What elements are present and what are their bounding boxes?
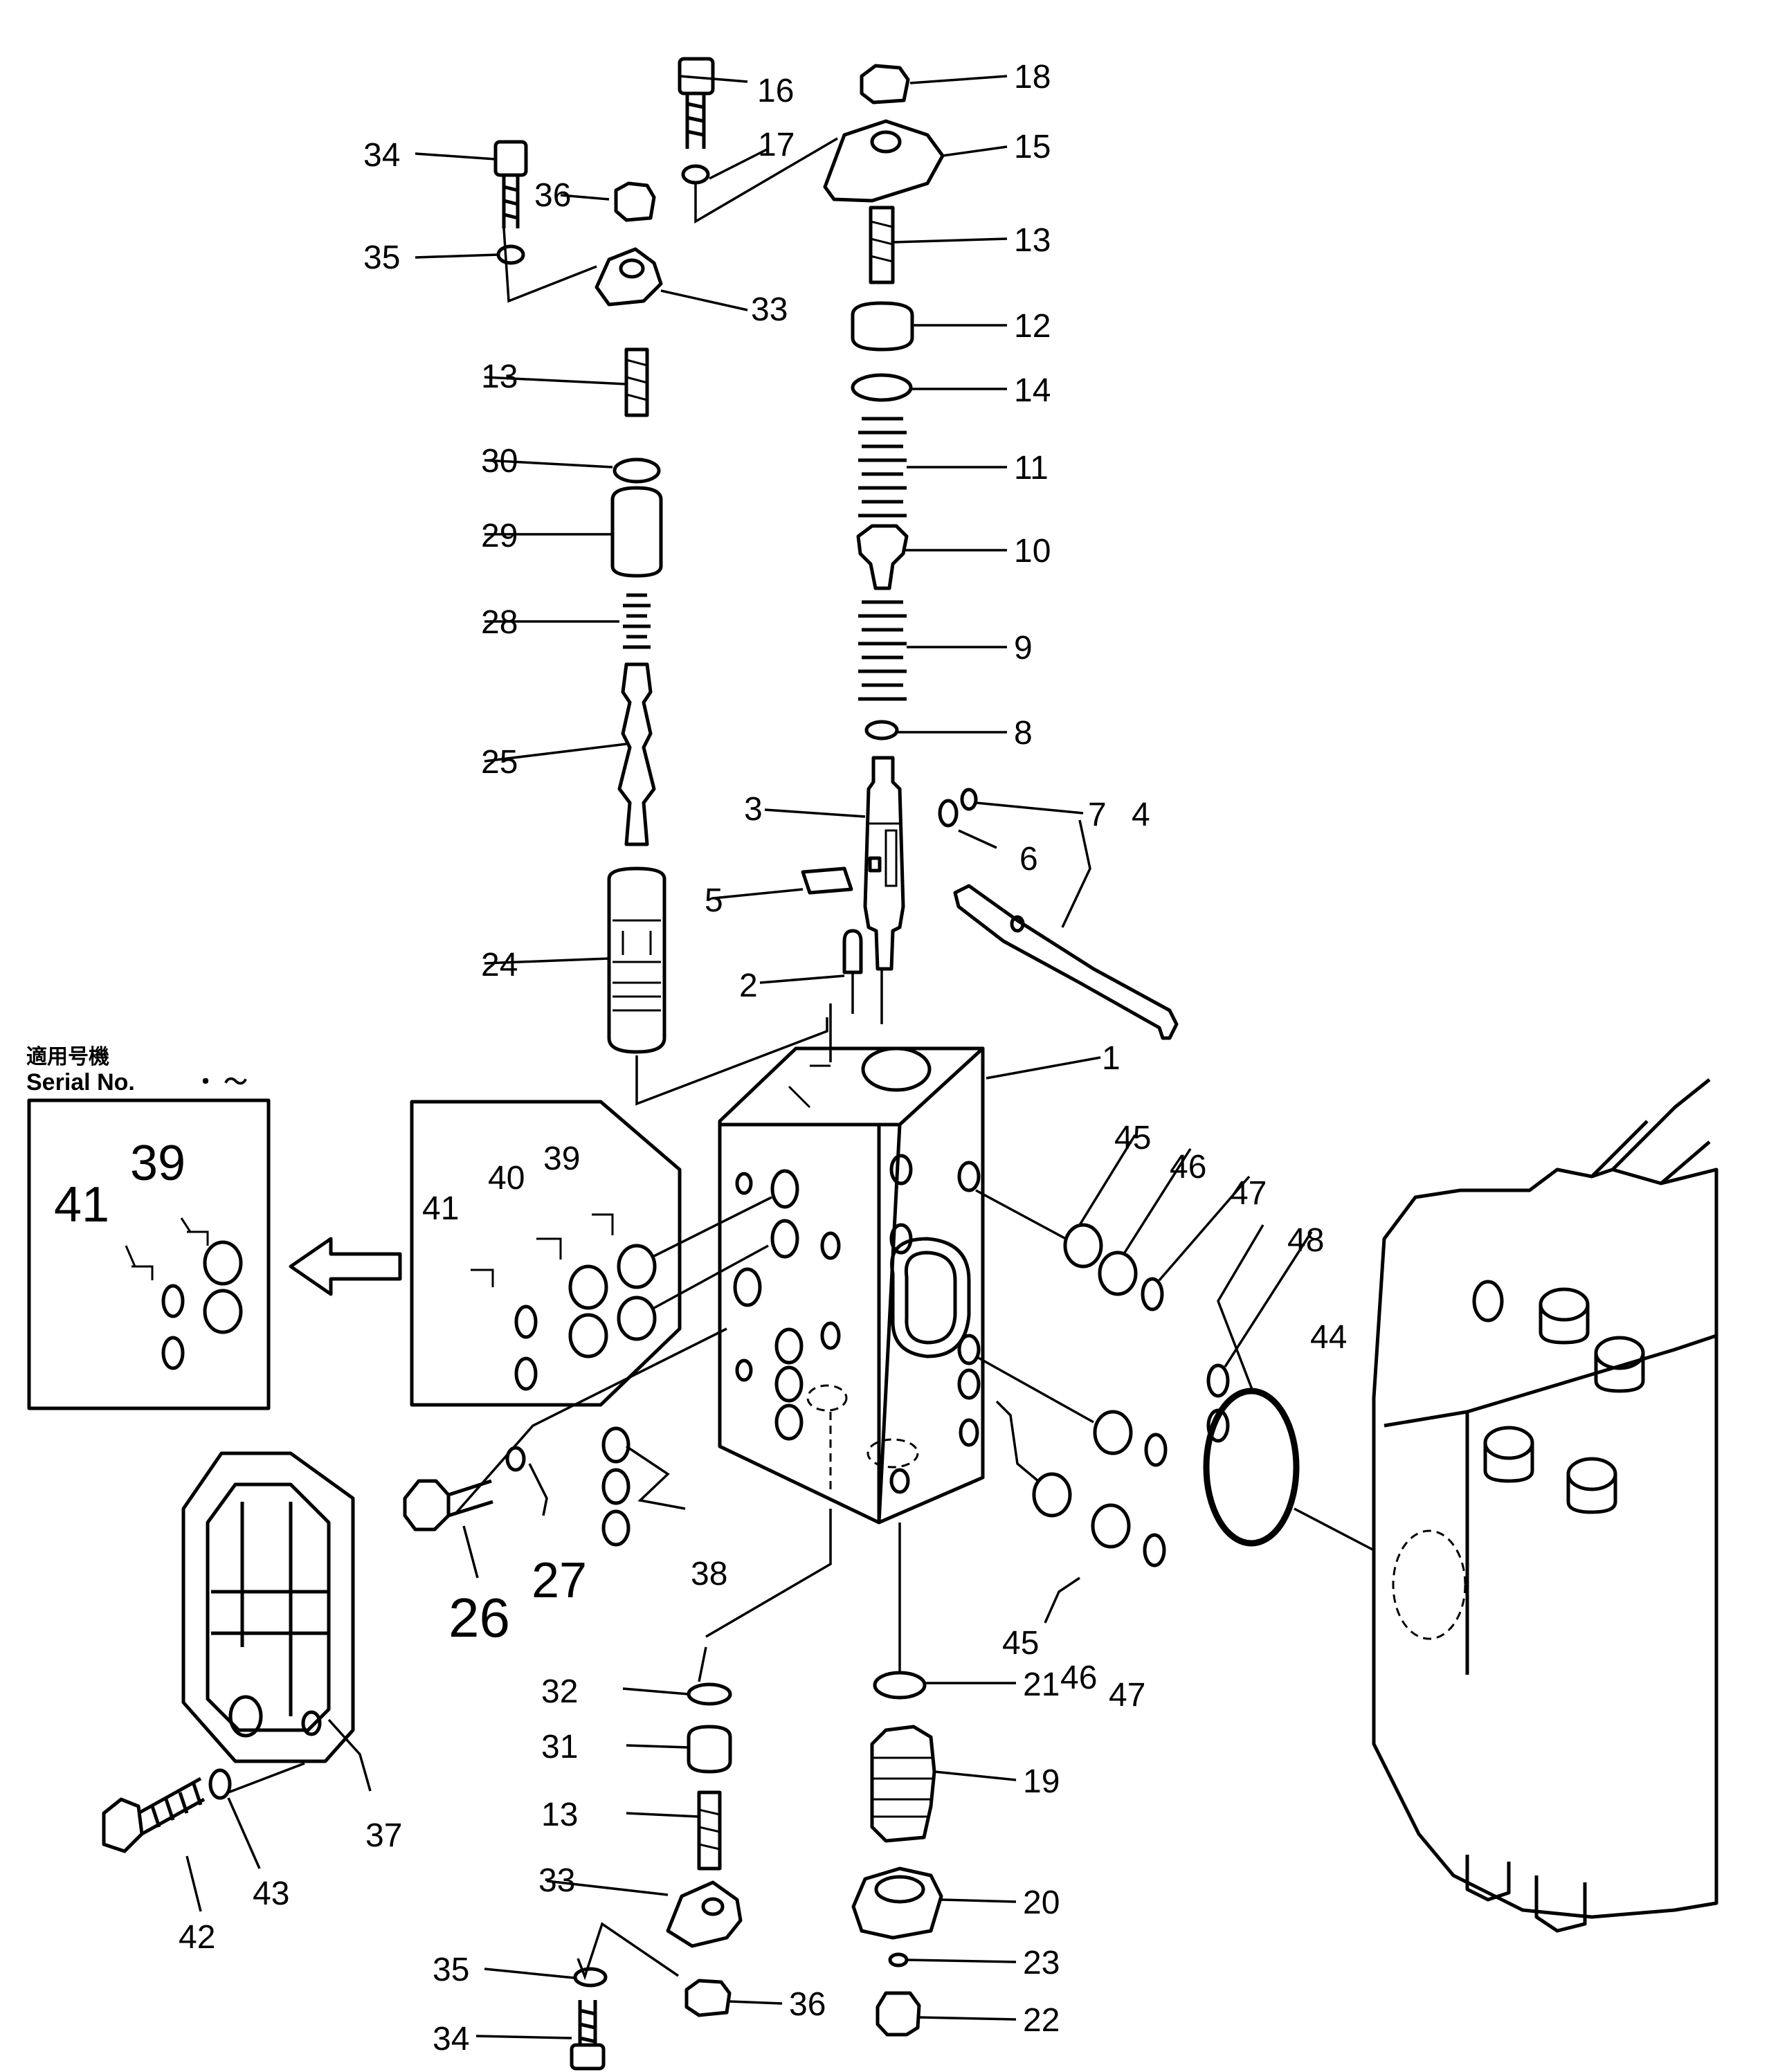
callout-34-top: 34 — [363, 137, 400, 174]
callout-46-lower: 46 — [1060, 1660, 1097, 1696]
pump-housing — [1372, 1078, 1718, 1933]
callout-29: 29 — [481, 518, 518, 554]
callout-13-bottom: 13 — [541, 1797, 578, 1833]
right-fittings — [1032, 1223, 1300, 1567]
bottom-stack-parts — [403, 1426, 943, 2071]
callout-8: 8 — [1014, 715, 1033, 752]
callout-22: 22 — [1023, 2002, 1060, 2039]
callout-1: 1 — [1102, 1040, 1121, 1077]
callout-35-top: 35 — [363, 239, 400, 276]
callout-25: 25 — [481, 744, 518, 781]
callout-41-inset: 41 — [54, 1177, 109, 1233]
callout-39-inset: 39 — [130, 1136, 185, 1191]
callout-30: 30 — [481, 443, 518, 480]
callout-18: 18 — [1014, 59, 1051, 96]
callout-24: 24 — [481, 947, 518, 983]
serial-range: ・ ～ — [194, 1069, 247, 1096]
callout-17: 17 — [758, 127, 795, 163]
callout-19: 19 — [1023, 1763, 1060, 1800]
callout-16: 16 — [757, 73, 794, 109]
callout-47-upper: 47 — [1230, 1175, 1267, 1212]
serial-label-en: Serial No. — [26, 1069, 135, 1096]
callout-labels: 16 18 34 17 15 36 13 35 33 12 13 14 30 1… — [54, 59, 1347, 2057]
callout-43: 43 — [253, 1875, 289, 1912]
callout-37: 37 — [365, 1817, 402, 1854]
callout-9: 9 — [1014, 630, 1033, 666]
callout-14: 14 — [1014, 372, 1051, 409]
callout-11: 11 — [1014, 450, 1049, 487]
seal-group-parts — [471, 1213, 657, 1391]
inset-arrow — [289, 1237, 402, 1296]
callout-13-right: 13 — [1014, 222, 1051, 259]
callout-5: 5 — [705, 882, 723, 919]
variant-inset-parts — [125, 1217, 243, 1370]
callout-47-lower: 47 — [1109, 1677, 1145, 1714]
callout-3: 3 — [744, 791, 763, 828]
callout-46-upper: 46 — [1170, 1149, 1206, 1185]
callout-10: 10 — [1014, 533, 1051, 570]
callout-2: 2 — [739, 967, 758, 1004]
leader-lines — [185, 75, 1375, 2039]
callout-6: 6 — [1019, 841, 1038, 878]
valve-body — [718, 1046, 985, 1525]
callout-28: 28 — [481, 604, 518, 641]
callout-27: 27 — [532, 1553, 587, 1608]
bolt-42 — [102, 1776, 206, 1853]
callout-45-upper: 45 — [1114, 1120, 1151, 1156]
right-stack-parts — [678, 57, 1179, 1040]
callout-36-bottom: 36 — [789, 1986, 826, 2023]
callout-44: 44 — [1310, 1319, 1347, 1356]
serial-label-jp: 適用号機 — [26, 1045, 109, 1069]
callout-33-bottom: 33 — [538, 1862, 575, 1899]
callout-34-bottom: 34 — [433, 2021, 469, 2057]
callout-13-left: 13 — [481, 358, 518, 395]
callout-36-top: 36 — [534, 177, 571, 214]
callout-23: 23 — [1023, 1945, 1060, 1981]
callout-12: 12 — [1014, 308, 1051, 345]
callout-20: 20 — [1023, 1884, 1060, 1921]
callout-31: 31 — [541, 1729, 578, 1765]
seal-group-box — [410, 1100, 682, 1407]
left-stack-parts — [493, 140, 666, 1054]
callout-48: 48 — [1287, 1222, 1324, 1259]
callout-26: 26 — [448, 1587, 510, 1648]
callout-39-group: 39 — [543, 1140, 580, 1177]
callout-7: 7 — [1088, 797, 1107, 833]
callout-35-bottom: 35 — [433, 1952, 469, 1988]
callout-45-lower: 45 — [1002, 1625, 1039, 1662]
callout-42: 42 — [179, 1919, 215, 1956]
callout-33-top: 33 — [751, 291, 788, 328]
callout-38: 38 — [691, 1556, 727, 1592]
washer-43 — [208, 1768, 232, 1800]
callout-40: 40 — [488, 1160, 525, 1197]
callout-4: 4 — [1132, 797, 1150, 833]
callout-32: 32 — [541, 1673, 578, 1710]
callout-21: 21 — [1023, 1666, 1060, 1703]
callout-41-group: 41 — [422, 1190, 459, 1227]
callout-15: 15 — [1014, 129, 1051, 165]
side-cover-plate — [181, 1451, 355, 1763]
variant-inset-box — [27, 1098, 271, 1410]
